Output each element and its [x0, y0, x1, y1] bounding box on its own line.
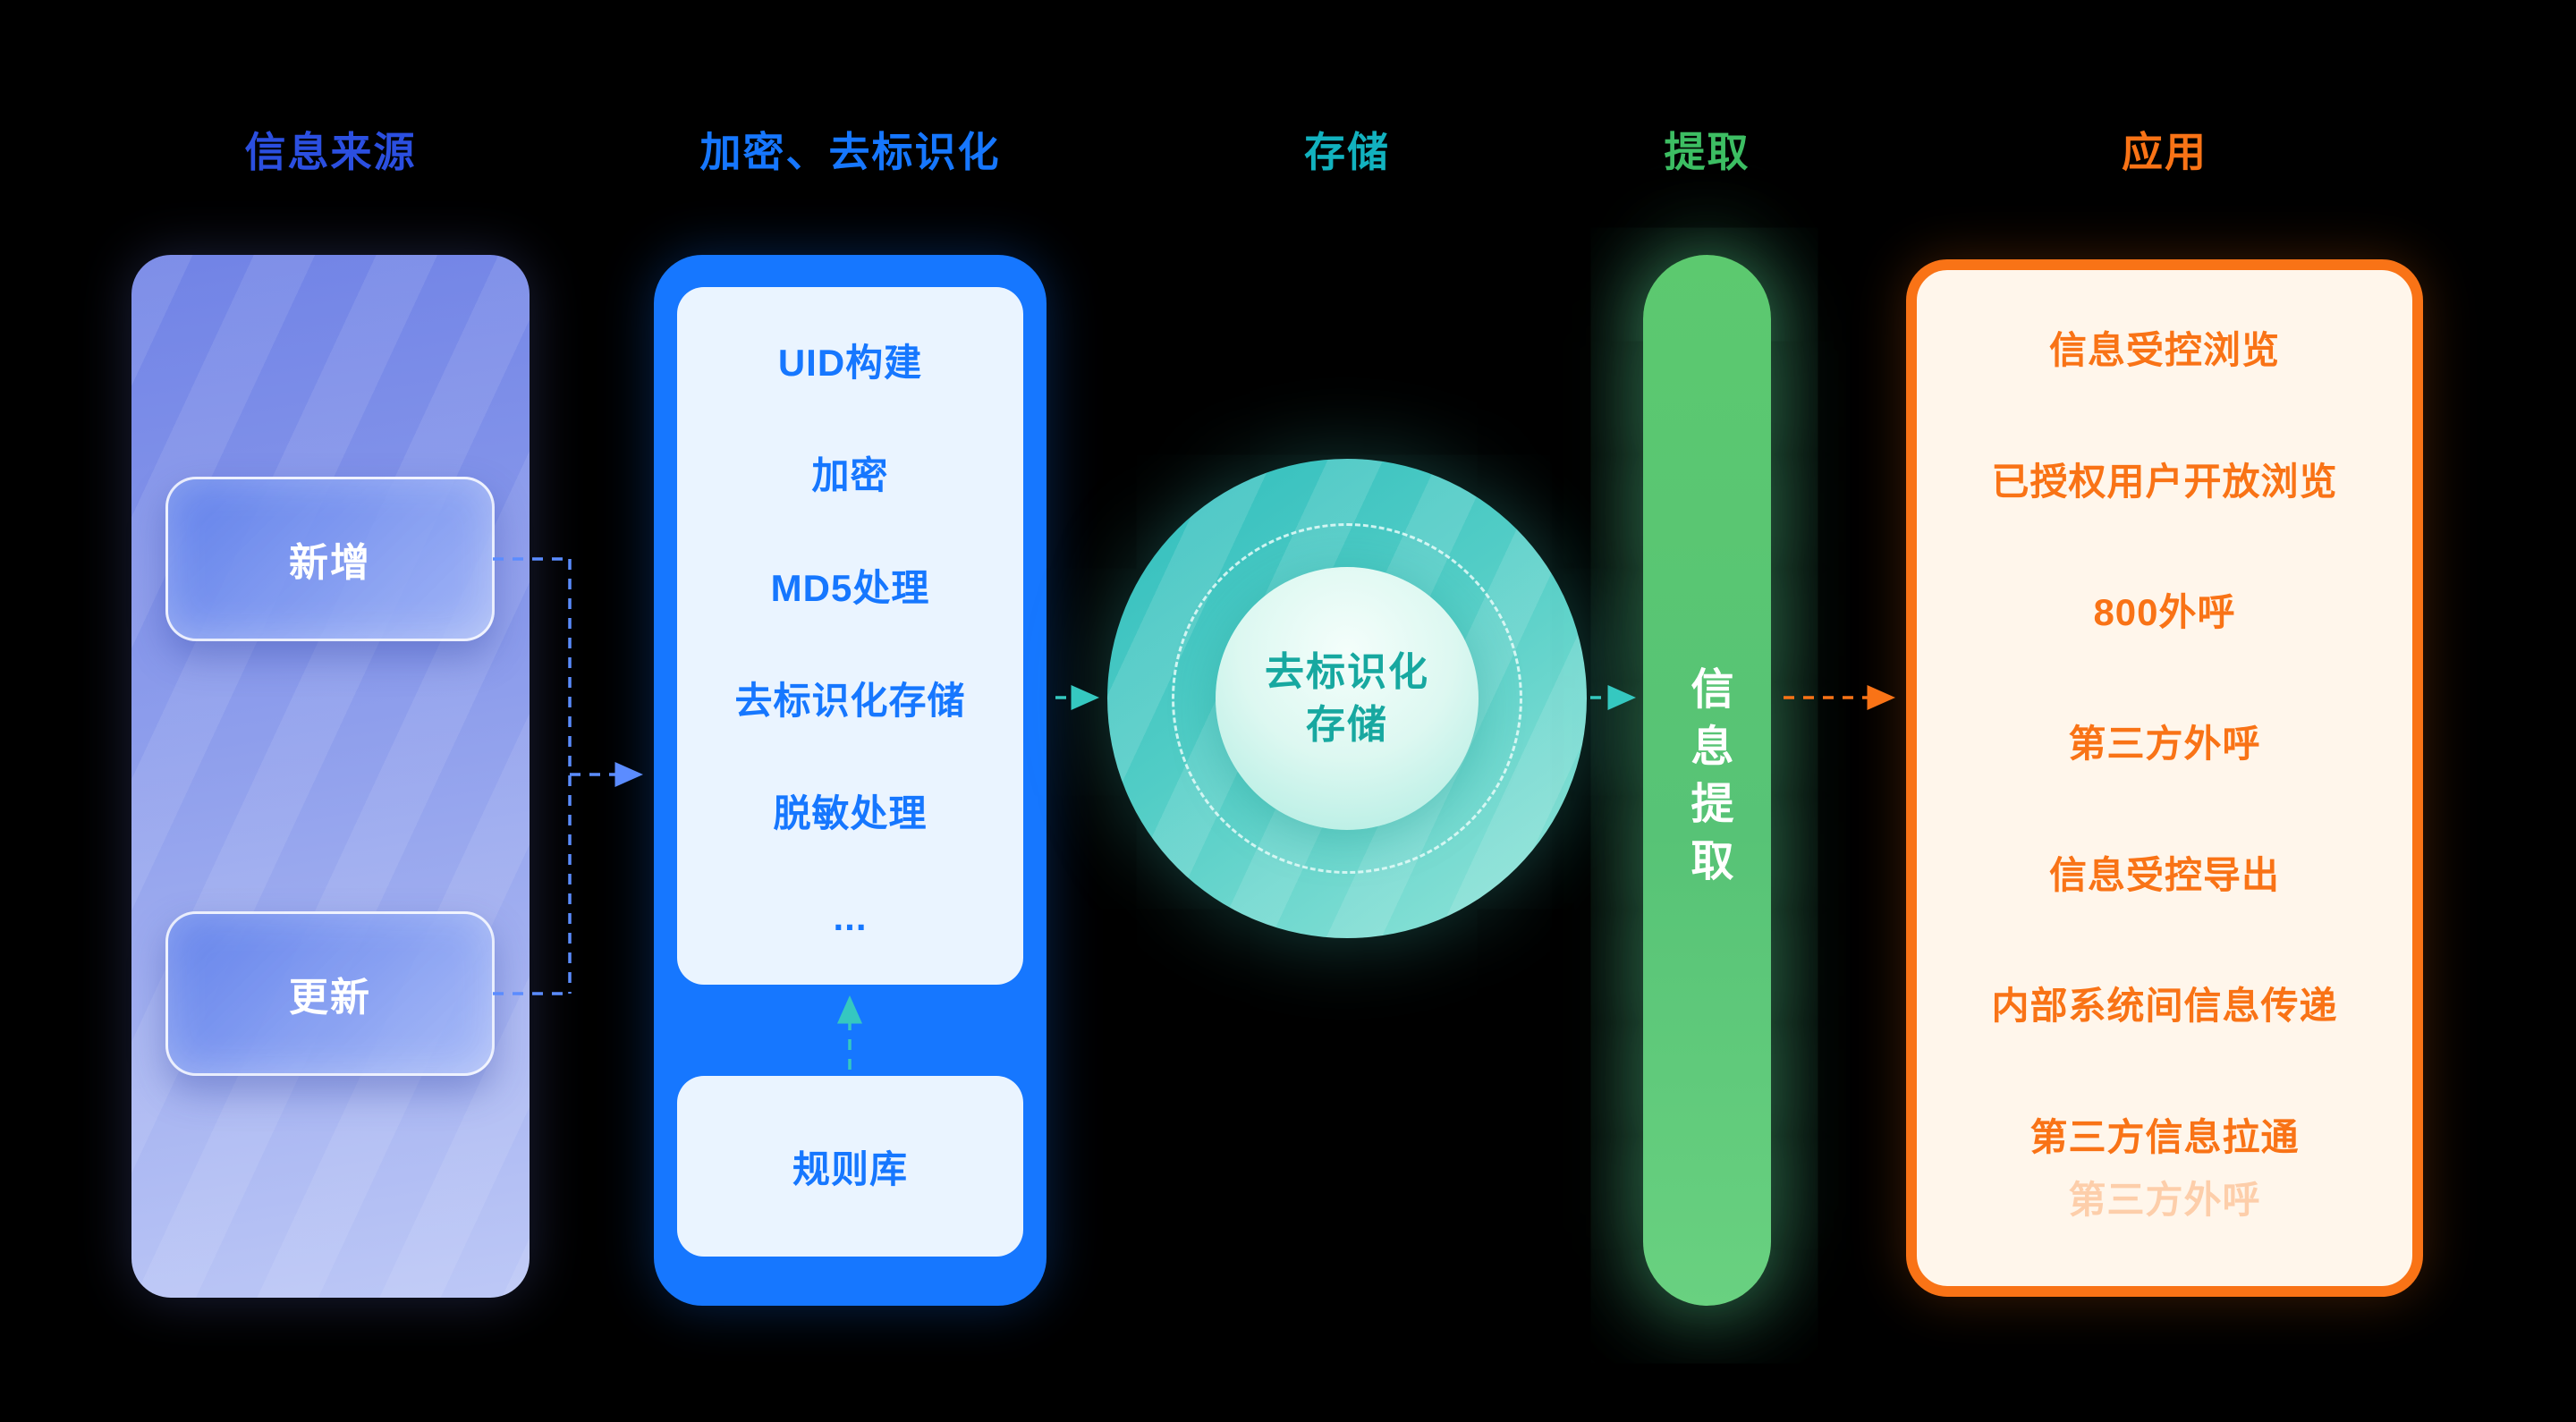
header-extract: 提取	[1664, 129, 1750, 175]
apply-item-thirdparty-call: 第三方外呼	[2068, 722, 2261, 765]
header-storage: 存储	[1304, 129, 1390, 175]
encrypt-step-deid-store: 去标识化存储	[734, 680, 966, 723]
encrypt-step-encrypt: 加密	[811, 453, 889, 496]
extract-bar-label: 信息提取	[1683, 665, 1732, 895]
storage-circle-label: 去标识化 存储	[1265, 646, 1429, 752]
apply-item-controlled-browse: 信息受控浏览	[2048, 329, 2280, 371]
apply-list: 信息受控浏览 已授权用户开放浏览 800外呼 第三方外呼 信息受控导出 内部系统…	[1917, 324, 2412, 1164]
column-apply: 信息受控浏览 已授权用户开放浏览 800外呼 第三方外呼 信息受控导出 内部系统…	[1906, 259, 2423, 1297]
encrypt-step-mask: 脱敏处理	[773, 792, 928, 835]
apply-item-internal-transfer: 内部系统间信息传递	[1991, 985, 2338, 1028]
storage-circle-dashed-ring	[1172, 523, 1522, 874]
column-encrypt: UID构建 加密 MD5处理 去标识化存储 脱敏处理 ... 规则库	[654, 255, 1046, 1306]
storage-circle-core: 去标识化 存储	[1216, 567, 1479, 830]
source-item-new-label: 新增	[289, 541, 371, 585]
header-source: 信息来源	[244, 129, 417, 175]
rule-library-panel: 规则库	[677, 1076, 1023, 1257]
header-apply: 应用	[2122, 129, 2207, 175]
source-item-new: 新增	[165, 477, 495, 641]
encrypt-step-uid: UID构建	[777, 341, 923, 384]
apply-item-thirdparty-call-faded: 第三方外呼	[2068, 1179, 2261, 1221]
apply-item-800-outbound: 800外呼	[2093, 591, 2236, 634]
storage-circle: 去标识化 存储	[1107, 459, 1587, 938]
header-encrypt: 加密、去标识化	[699, 129, 1001, 175]
encrypt-step-ellipsis: ...	[833, 896, 868, 939]
source-item-update-label: 更新	[289, 976, 371, 1020]
storage-circle-label-line2: 存储	[1306, 703, 1388, 747]
apply-item-controlled-export: 信息受控导出	[2048, 853, 2280, 896]
column-source: 新增 更新	[131, 255, 530, 1298]
encrypt-steps-panel: UID构建 加密 MD5处理 去标识化存储 脱敏处理 ...	[677, 287, 1023, 985]
rule-library-label: 规则库	[792, 1147, 908, 1190]
source-item-update: 更新	[165, 911, 495, 1076]
apply-item-thirdparty-sync: 第三方信息拉通	[2029, 1115, 2300, 1158]
extract-bar: 信息提取	[1643, 255, 1771, 1306]
apply-item-authorized-browse: 已授权用户开放浏览	[1991, 460, 2338, 503]
encrypt-step-md5: MD5处理	[770, 566, 930, 609]
storage-circle-label-line1: 去标识化	[1265, 649, 1429, 694]
